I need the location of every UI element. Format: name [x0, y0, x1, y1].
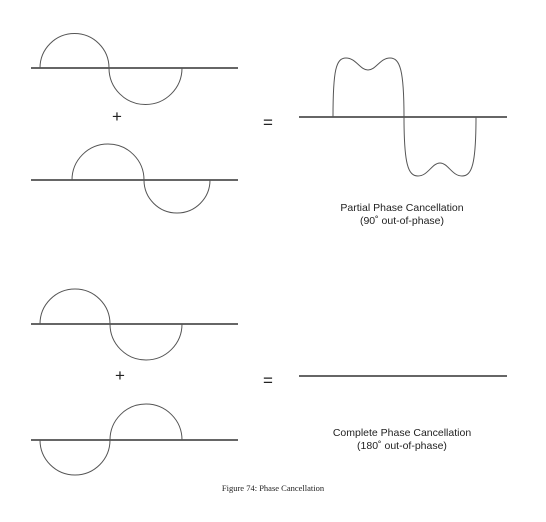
figure-caption: Figure 74: Phase Cancellation — [222, 483, 325, 493]
bottom-wave-a — [31, 288, 238, 361]
bottom-wave-b — [31, 403, 238, 476]
bottom-wave-b-curve — [39, 403, 183, 476]
top-label-line2: (90˚ out-of-phase) — [360, 215, 444, 227]
bottom-label-line2: (180˚ out-of-phase) — [357, 440, 447, 452]
top-wave-b — [31, 143, 238, 214]
top-label-line1: Partial Phase Cancellation — [340, 202, 463, 214]
top-wave-b-curve — [71, 143, 211, 214]
bottom-equals-sign: = — [263, 371, 273, 390]
top-wave-a — [31, 33, 238, 105]
top-equals-sign: = — [263, 113, 273, 132]
top-panel: + = Partial Phase Cancellation (90˚ out-… — [31, 33, 507, 227]
bottom-label-line1: Complete Phase Cancellation — [333, 427, 471, 439]
top-plus-sign: + — [112, 107, 122, 126]
top-result-curve — [332, 57, 477, 177]
bottom-plus-sign: + — [115, 366, 125, 385]
bottom-panel: + = Complete Phase Cancellation (180˚ ou… — [31, 288, 507, 476]
bottom-wave-a-curve — [39, 288, 183, 361]
top-result-wave — [299, 57, 507, 177]
top-wave-a-curve — [39, 33, 183, 105]
